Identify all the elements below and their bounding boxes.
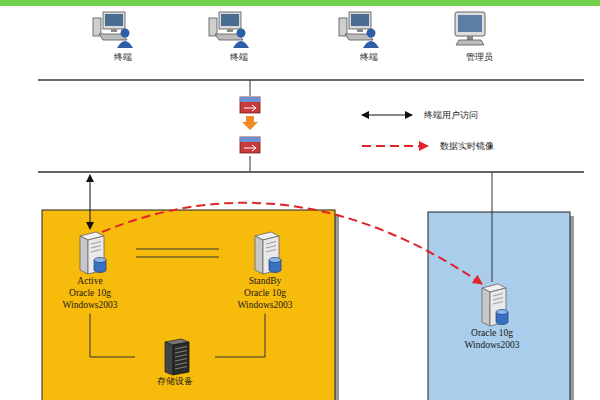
switch-icon <box>240 137 260 153</box>
node-label: StandBy <box>249 276 282 288</box>
server-node: Oracle 10g Windows2003 <box>447 282 537 352</box>
node-label: 终端 <box>360 52 378 63</box>
link-line <box>136 249 219 257</box>
link-line <box>215 314 265 357</box>
node-icon <box>335 10 381 50</box>
legend-sample-mirror <box>362 145 428 147</box>
node-icon <box>205 10 251 50</box>
server-node: ActiveOracle 10g Windows2003 <box>45 230 135 312</box>
legend-label: 终端用户访问 <box>424 109 478 122</box>
node-icon <box>70 230 110 276</box>
node-icon <box>245 230 285 276</box>
server-node: StandByOracle 10g Windows2003 <box>220 230 310 312</box>
node-label: Oracle 10g Windows2003 <box>222 288 308 312</box>
node-icon <box>157 338 193 376</box>
admin-node: 管理员 <box>430 10 510 63</box>
terminal-node: 终端 <box>318 10 398 63</box>
top-bar <box>0 0 600 6</box>
primary-site-region <box>42 210 335 400</box>
network-bus <box>38 171 584 173</box>
node-icon <box>89 10 135 50</box>
node-label: Oracle 10g Windows2003 <box>47 288 133 312</box>
access-line <box>492 172 493 282</box>
node-label: Oracle 10g Windows2003 <box>449 328 535 352</box>
node-icon <box>472 282 512 328</box>
node-label: Active <box>77 276 102 288</box>
node-icon <box>447 10 493 50</box>
terminal-node: 终端 <box>188 10 268 63</box>
storage-node: 存储设备 <box>137 338 213 387</box>
node-label: 终端 <box>230 52 248 63</box>
node-label: 管理员 <box>466 52 493 63</box>
switch-link <box>250 156 251 172</box>
mirror-arrow <box>102 203 482 284</box>
access-arrow <box>90 175 91 229</box>
node-label: 终端 <box>114 52 132 63</box>
legend-sample-access <box>362 115 412 116</box>
switch-icon <box>240 97 260 113</box>
switch-link <box>250 80 251 96</box>
node-label: 存储设备 <box>157 376 193 387</box>
switch-arrow <box>242 116 258 130</box>
link-line <box>90 314 135 357</box>
terminal-node: 终端 <box>72 10 152 63</box>
legend-label: 数据实时镜像 <box>440 140 494 153</box>
network-bus <box>38 79 584 81</box>
mirror-site-region <box>428 212 570 400</box>
